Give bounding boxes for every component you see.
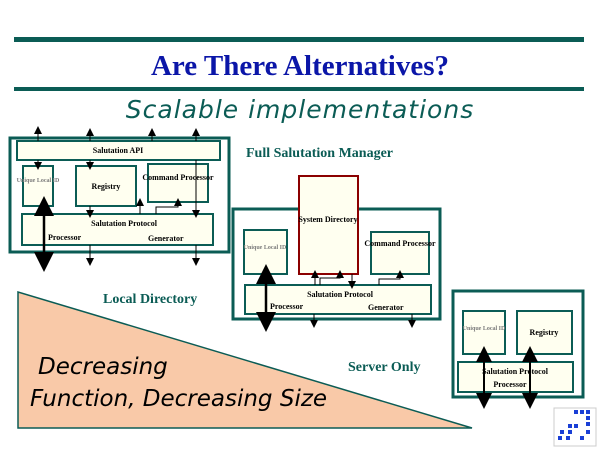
- full-registry-box: [75, 165, 137, 207]
- local-protocol-box: [244, 284, 432, 315]
- full-command-box: [147, 163, 209, 203]
- full-api-box: [16, 140, 221, 161]
- wedge-line-2: Function, Decreasing Size: [30, 386, 327, 412]
- local-protocol-label: Salutation Protocol: [307, 290, 374, 299]
- server-only-label: Server Only: [348, 360, 420, 375]
- full-manager-label: Full Salutation Manager: [246, 146, 393, 161]
- slide-subtitle: Scalable implementations: [126, 95, 474, 124]
- wedge-line-1: Decreasing: [38, 354, 168, 380]
- local-directory-diagram: System Directory Unique Local ID Command…: [231, 175, 442, 332]
- local-directory-label: Local Directory: [103, 292, 197, 307]
- local-generator-label: Generator: [368, 303, 404, 312]
- local-unique-label: Unique Local ID: [244, 245, 287, 251]
- title-rule-bottom: [14, 87, 584, 91]
- server-unique-box: [462, 310, 506, 355]
- full-processor-label: Processor: [48, 233, 82, 242]
- server-only-diagram: Unique Local ID Registry Salutation Prot…: [451, 289, 585, 409]
- full-api-label: Salutation API: [93, 146, 143, 155]
- full-generator-label: Generator: [148, 234, 184, 243]
- server-protocol-label: Salutation Protocol: [482, 367, 549, 376]
- local-processor-label: Processor: [270, 302, 304, 311]
- title-rule-top: [14, 37, 584, 42]
- server-processor-label: Processor: [493, 380, 527, 389]
- local-directory-box-label: System Directory: [298, 215, 357, 224]
- full-unique-box: [22, 165, 54, 207]
- full-manager-diagram: Salutation API Unique Local ID Registry …: [8, 126, 231, 272]
- local-command-label: Command Processor: [364, 239, 436, 248]
- server-unique-label: Unique Local ID: [463, 326, 506, 332]
- full-registry-label: Registry: [92, 182, 121, 191]
- local-unique-box: [243, 229, 288, 275]
- full-protocol-label: Salutation Protocol: [91, 219, 158, 228]
- slide-title: Are There Alternatives?: [151, 50, 449, 82]
- decreasing-wedge: [17, 290, 473, 429]
- corner-logo: [553, 407, 597, 447]
- local-directory-box: [298, 175, 359, 275]
- full-unique-label: Unique Local ID: [17, 178, 60, 184]
- server-registry-label: Registry: [530, 328, 559, 337]
- full-command-label: Command Processor: [142, 173, 214, 182]
